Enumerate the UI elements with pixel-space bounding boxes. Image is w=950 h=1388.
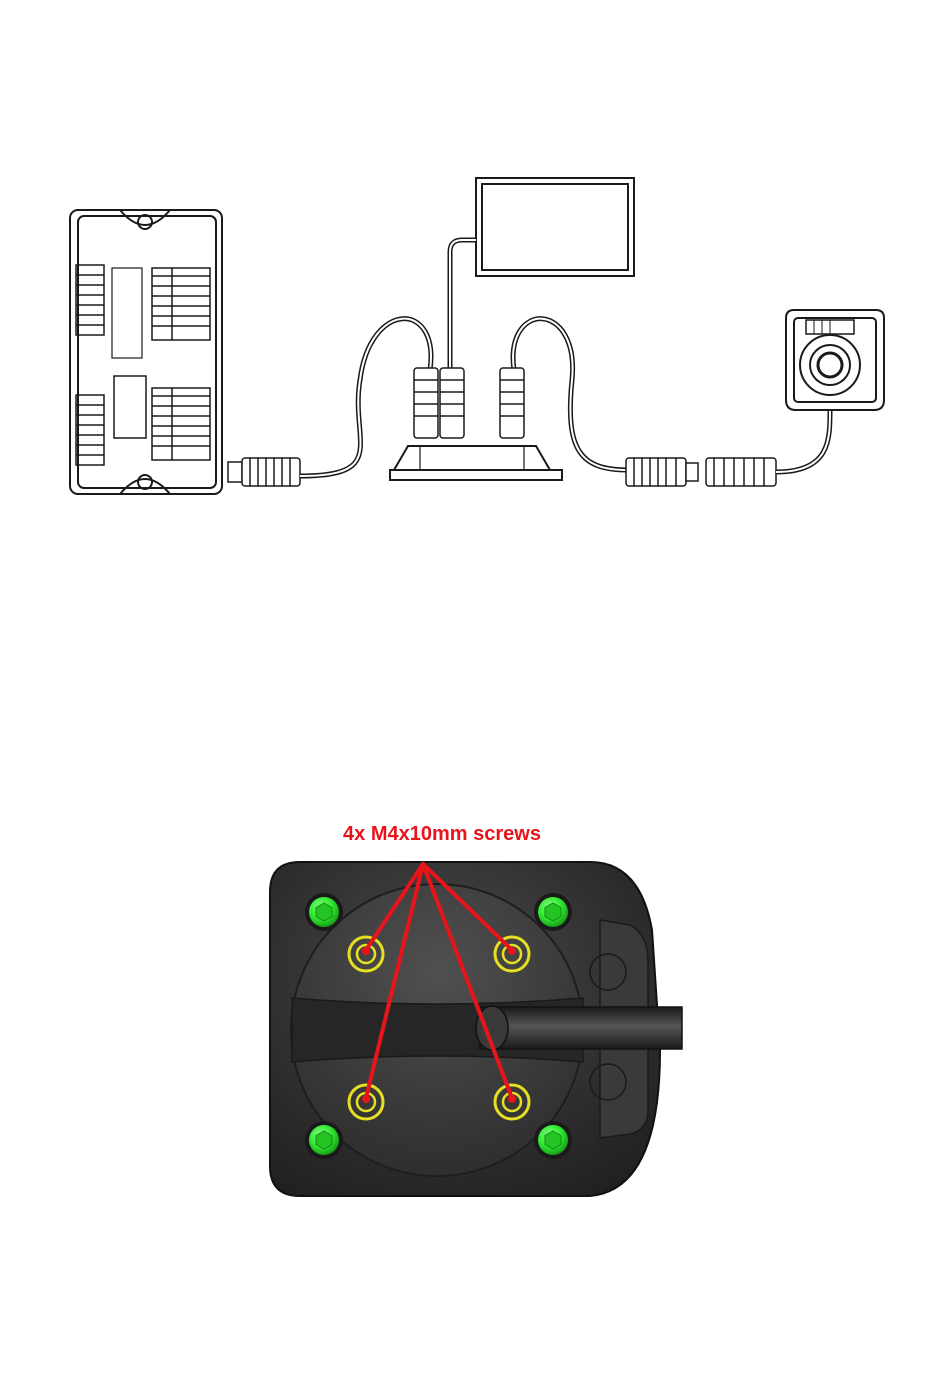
wiring-overview [70,178,884,494]
cable-camera [776,410,830,472]
controller-module [70,210,222,494]
corner-screw-top-right-icon [534,893,572,931]
splitter-hub [390,368,562,480]
mount-cable [480,1007,682,1049]
left-inline-connector [228,458,300,486]
cable-monitor-hub [450,240,476,370]
screw-callout-label: 4x M4x10mm screws [343,823,541,845]
camera-mount-closeup: 4x M4x10mm screws [270,823,682,1196]
corner-screw-bottom-right-icon [534,1121,572,1159]
corner-screw-top-left-icon [305,893,343,931]
cable-camera-inner [776,410,830,472]
right-inline-connector [626,458,776,486]
corner-screw-bottom-left-icon [305,1121,343,1159]
cable-monitor-hub-inner [450,240,476,370]
camera [786,310,884,410]
monitor [476,178,634,276]
